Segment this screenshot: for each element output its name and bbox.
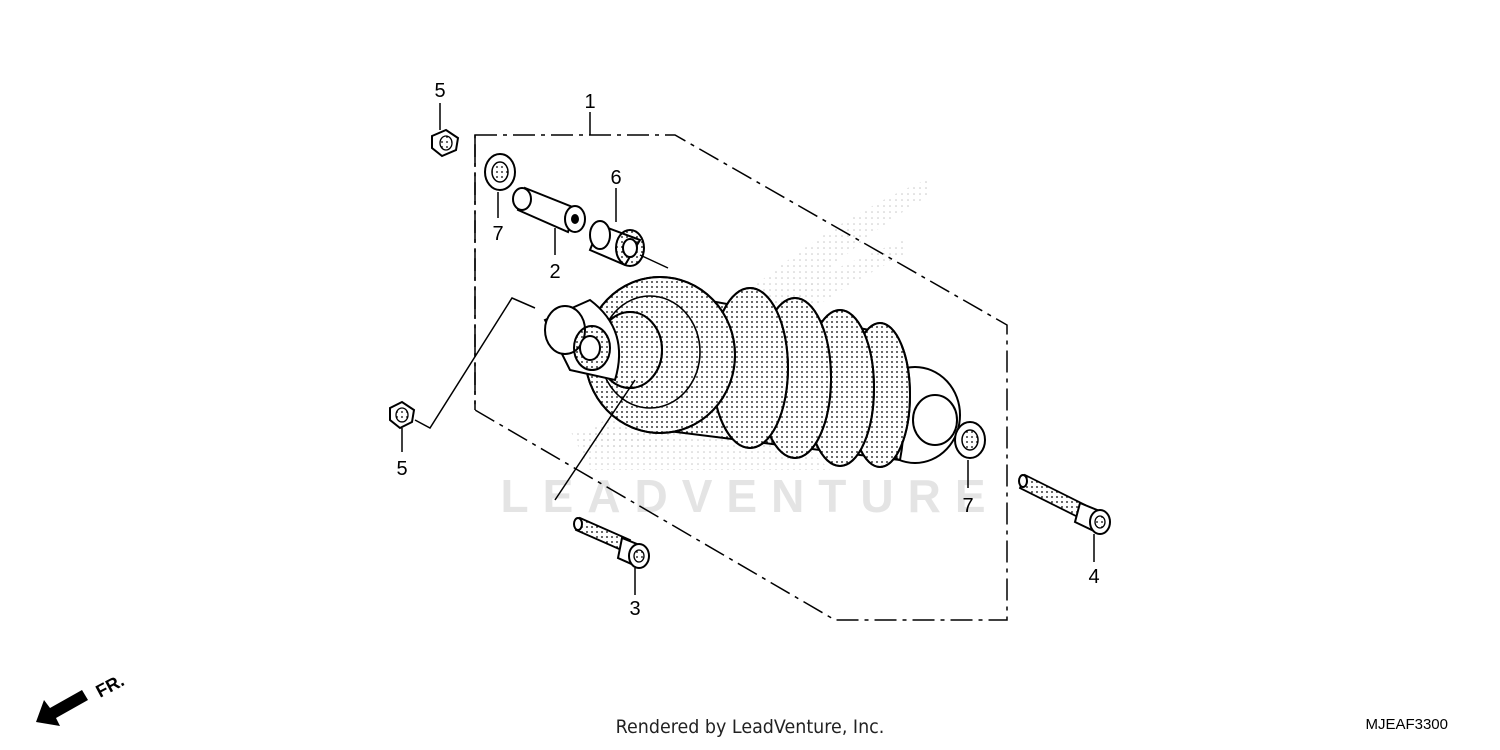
assembly-outline <box>474 134 1008 621</box>
callout-4: 4 <box>1088 566 1099 588</box>
callout-5-top: 5 <box>434 80 445 102</box>
seal-part-7-top[interactable] <box>484 153 516 191</box>
nut-part-5-top[interactable] <box>431 128 460 158</box>
shock-absorber <box>543 276 961 468</box>
callout-5-left: 5 <box>396 458 407 480</box>
front-direction-label: FR. <box>92 670 127 701</box>
bolt-part-3[interactable] <box>573 516 650 569</box>
callout-6: 6 <box>610 167 621 189</box>
footer-credit: Rendered by LeadVenture, Inc. <box>615 716 885 738</box>
bushing-part-6[interactable] <box>588 220 645 267</box>
callout-2: 2 <box>549 261 560 283</box>
collar-part-2[interactable] <box>512 186 586 234</box>
leader-5-left-to-body <box>414 297 536 429</box>
nut-part-5-left[interactable] <box>389 400 416 430</box>
seal-part-7-right[interactable] <box>954 421 986 459</box>
callout-7-top: 7 <box>492 223 503 245</box>
bolt-part-4[interactable] <box>1018 473 1111 535</box>
watermark-text: LEADVENTURE <box>500 470 999 522</box>
callout-1: 1 <box>584 91 595 113</box>
diagram-code: MJEAF3300 <box>1365 716 1448 733</box>
callout-7-right: 7 <box>962 495 973 517</box>
callout-3: 3 <box>629 598 640 620</box>
leader-6-to-body <box>639 254 669 269</box>
leader-3-to-body <box>554 379 636 501</box>
